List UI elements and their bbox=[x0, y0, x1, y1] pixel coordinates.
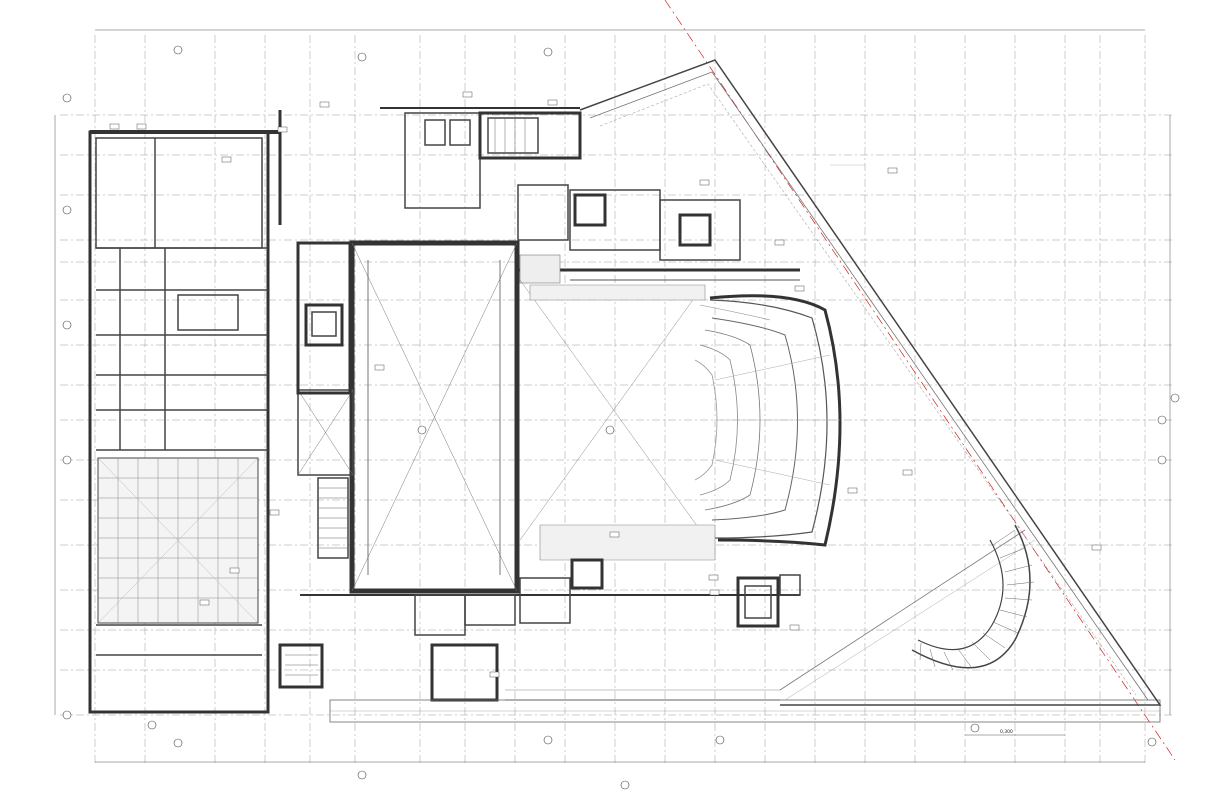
diagonal-axis-line bbox=[664, 0, 1176, 761]
north-block bbox=[380, 107, 582, 209]
atrium-skylight-grid bbox=[97, 457, 259, 624]
auditorium-seating bbox=[694, 294, 842, 547]
auditorium-floor bbox=[519, 279, 716, 561]
main-hall bbox=[349, 240, 520, 594]
central-corridor bbox=[296, 241, 354, 559]
west-wing-walls bbox=[88, 110, 282, 714]
grid-bubbles bbox=[62, 45, 1180, 790]
curved-stair bbox=[911, 524, 1035, 671]
room-tags bbox=[109, 91, 1102, 678]
dimension-label: 0,300 bbox=[1000, 729, 1013, 735]
northeast-rooms bbox=[515, 184, 800, 284]
east-landscape-boundary bbox=[579, 59, 1162, 706]
south-terrace bbox=[329, 699, 1161, 723]
